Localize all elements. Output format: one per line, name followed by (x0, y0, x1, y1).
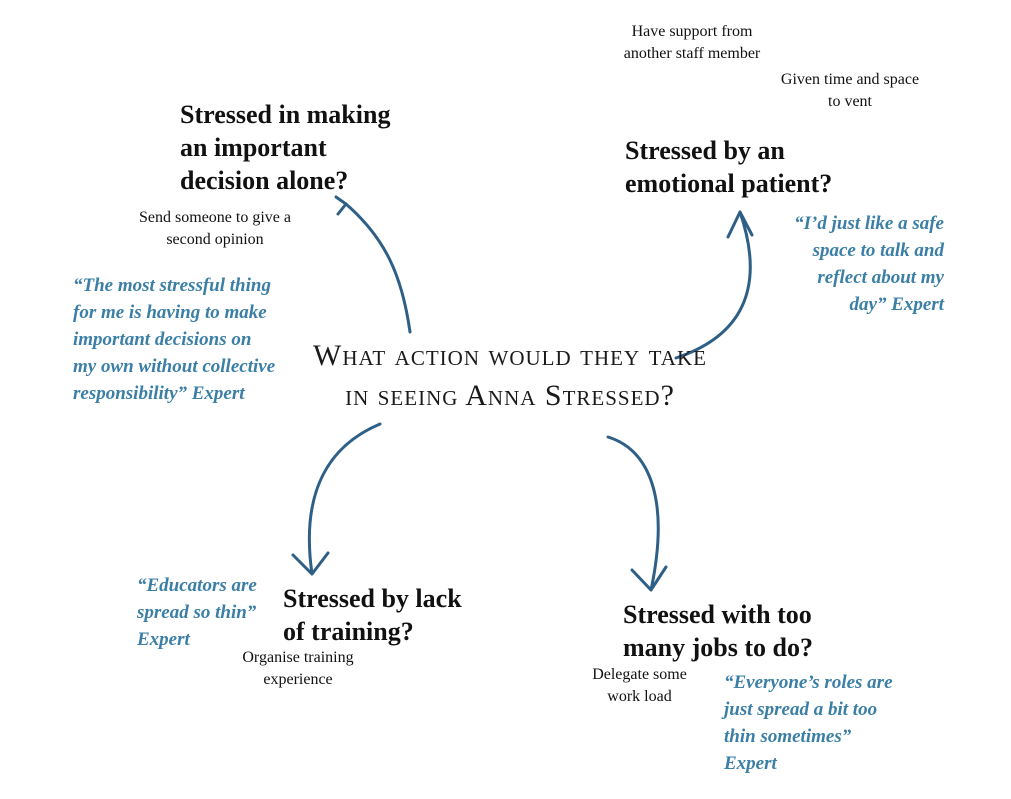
quote-decision: “The most stressful thing for me is havi… (73, 275, 276, 404)
arrow-to-emotional (674, 210, 754, 360)
action-emotional-vent: Given time and space to vent (780, 71, 920, 110)
arrow-to-jobs (606, 435, 668, 592)
heading-training: Stressed by lack of training? (283, 584, 462, 646)
heading-decision: Stressed in making an important decision… (180, 100, 391, 195)
central-question: What action would they take in seeing An… (313, 339, 707, 412)
action-decision: Send someone to give a second opinion (139, 209, 291, 248)
quote-jobs: “Everyone’s roles are just spread a bit … (724, 672, 893, 774)
heading-emotional: Stressed by an emotional patient? (625, 136, 833, 198)
heading-jobs: Stressed with too many jobs to do? (623, 600, 813, 662)
quote-training: “Educators are spread so thin” Expert (137, 575, 257, 650)
quote-emotional: “I’d just like a safe space to talk and … (794, 213, 944, 315)
action-training: Organise training experience (242, 649, 354, 688)
action-jobs: Delegate some work load (592, 666, 687, 705)
arrow-to-training (291, 422, 382, 576)
arrow-to-decision (334, 195, 412, 334)
action-emotional-support: Have support from another staff member (623, 23, 761, 62)
